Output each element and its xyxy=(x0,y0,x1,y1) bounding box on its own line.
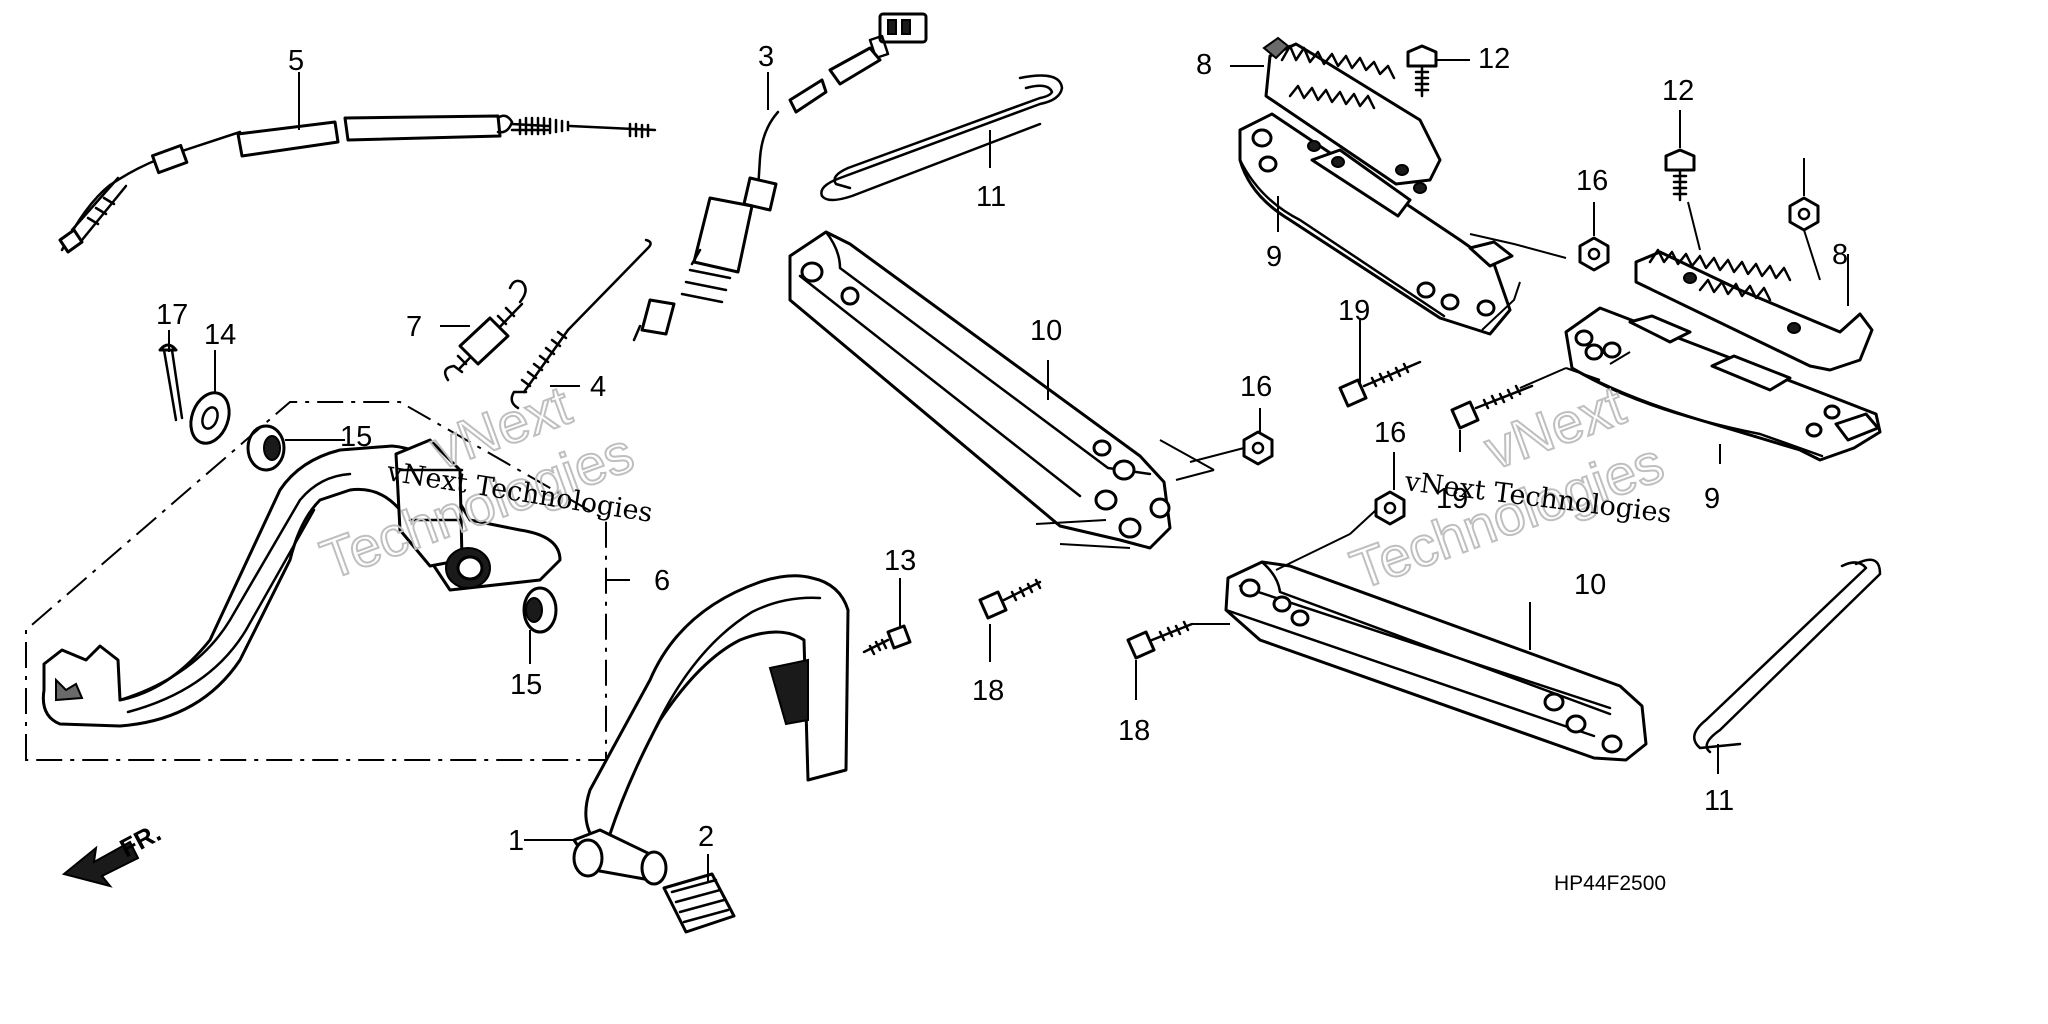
callout-8-upper: 8 xyxy=(1196,49,1212,81)
leader-lines xyxy=(168,59,1849,882)
callout-11-bottom: 11 xyxy=(1704,785,1734,817)
bracket-part-10-upper xyxy=(788,230,1172,550)
callout-19-right: 19 xyxy=(1436,483,1468,515)
bolt-part-12-left xyxy=(1406,44,1438,98)
callout-19-left: 19 xyxy=(1338,295,1370,327)
callout-numbers: 5 3 11 7 4 17 14 15 15 6 1 2 13 10 18 18… xyxy=(156,41,1848,857)
callout-13: 13 xyxy=(884,545,916,577)
callout-18-left: 18 xyxy=(972,675,1004,707)
callout-8-lower: 8 xyxy=(1832,239,1848,271)
callout-5: 5 xyxy=(288,45,304,77)
callout-4: 4 xyxy=(590,371,606,403)
bolt-part-18-left xyxy=(978,578,1042,620)
callout-18-right: 18 xyxy=(1118,715,1150,747)
callout-15-bottom: 15 xyxy=(510,669,542,701)
callout-16-c: 16 xyxy=(1576,165,1608,197)
front-arrow-icon xyxy=(61,840,140,888)
callout-16-a: 16 xyxy=(1240,371,1272,403)
footpeg-part-8-lower xyxy=(1634,248,1874,372)
rod-hook-part-bottom xyxy=(1693,558,1882,754)
bracket-part-10-lower xyxy=(1224,560,1648,762)
bushing-part-bottom xyxy=(522,586,558,634)
callout-12-right: 12 xyxy=(1662,75,1694,107)
bolt-part-19-left xyxy=(1338,360,1422,408)
callout-7: 7 xyxy=(406,311,422,343)
rod-hook-part-top xyxy=(820,74,1064,202)
bushing-part-top xyxy=(246,424,286,472)
bolt-part-19-right xyxy=(1450,384,1534,430)
washer-part xyxy=(189,391,231,445)
spring-part-7 xyxy=(443,279,527,382)
callout-3: 3 xyxy=(758,41,774,73)
callout-10-upper: 10 xyxy=(1030,315,1062,347)
front-direction-marker: FR. xyxy=(61,817,166,888)
callout-12-left: 12 xyxy=(1478,43,1510,75)
nut-part-16-d xyxy=(1788,196,1820,232)
nut-part-16-b xyxy=(1374,490,1406,526)
brake-cable-part xyxy=(58,114,657,254)
footpeg-part-8-upper xyxy=(1262,36,1442,194)
callout-9-upper: 9 xyxy=(1266,241,1282,273)
bolt-part-18-right xyxy=(1126,620,1194,660)
footpeg-bracket-part-9-lower xyxy=(1564,306,1882,462)
spring-part-4 xyxy=(510,238,652,410)
cotter-pin-part xyxy=(158,343,184,422)
callout-11-top: 11 xyxy=(976,181,1006,213)
callout-14: 14 xyxy=(204,319,236,351)
callout-1: 1 xyxy=(508,825,524,857)
nut-part-16-a xyxy=(1242,430,1274,466)
bolt-part-13 xyxy=(862,624,912,656)
callout-6: 6 xyxy=(654,565,670,597)
callout-2: 2 xyxy=(698,821,714,853)
brake-switch-part xyxy=(632,12,928,342)
callout-17: 17 xyxy=(156,299,188,331)
callout-16-b: 16 xyxy=(1374,417,1406,449)
brake-pedal-part xyxy=(572,574,850,934)
nut-part-16-c xyxy=(1578,236,1610,272)
bolt-part-12-right xyxy=(1664,148,1696,202)
callout-9-lower: 9 xyxy=(1704,483,1720,515)
callout-15-top: 15 xyxy=(340,421,372,453)
diagram-code: HP44F2500 xyxy=(1554,872,1666,895)
callout-10-lower: 10 xyxy=(1574,569,1606,601)
pedal-assembly-part xyxy=(25,401,607,761)
